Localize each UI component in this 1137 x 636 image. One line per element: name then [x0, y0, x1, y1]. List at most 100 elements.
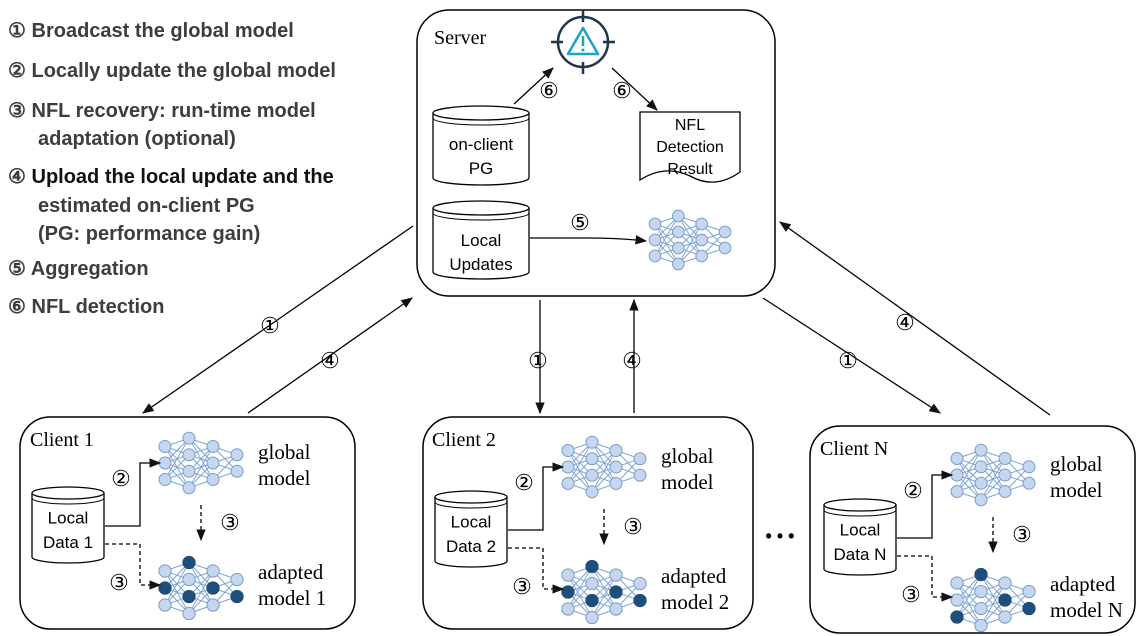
client-2-arrow-recover — [508, 547, 565, 594]
client-2-adapted-net-edge — [567, 566, 593, 610]
nfl-detection-result-document: NFL Detection Result — [639, 111, 741, 183]
client-3-adapted-net-node — [974, 601, 988, 616]
client-1-global-net-node — [182, 481, 196, 495]
server-net-node — [695, 233, 708, 247]
client-3-global-net-node — [974, 476, 988, 490]
arrow-broadcast-client-n — [762, 297, 941, 414]
client-3-adapted-net-node — [974, 618, 988, 633]
client-2-global-net-node — [561, 460, 575, 474]
client-1-global-net-node — [206, 440, 220, 453]
client-2-local-data-ring — [434, 501, 508, 509]
client-1-adapted-net-node — [182, 606, 196, 621]
warning-target-icon — [551, 10, 615, 74]
client-3-adapted-net-node — [950, 593, 964, 607]
client-3-global-net-node — [950, 468, 964, 482]
step-6-left: ⑥ — [539, 78, 559, 103]
client-3-adapted-label-1: adapted — [1050, 572, 1116, 596]
client-2-arrow-update — [508, 462, 565, 531]
client-1-adapted-label-2: model 1 — [258, 586, 326, 610]
client-1-adapted-net-node — [206, 564, 220, 578]
client-2-adapted-net-node — [609, 602, 623, 616]
client-1-global-net-node — [230, 464, 244, 478]
more-clients-ellipsis: • • • — [766, 526, 795, 546]
client-1-adapted-net-node — [230, 572, 244, 587]
client-1-global-label-1: global — [258, 440, 311, 464]
client-1-adapted-net-node — [158, 598, 172, 612]
client-1-step-2: ② — [111, 466, 131, 491]
client-3-global-net-node — [974, 460, 988, 474]
client-3-adapted-net-node — [950, 610, 964, 624]
client-2-global-net-node — [633, 452, 647, 466]
client-2-global-label-2: model — [661, 470, 714, 494]
on-client-pg-store: on-client PG — [432, 105, 530, 186]
client-2-box — [422, 416, 754, 630]
step-4-client-1: ④ — [320, 348, 340, 373]
client-2-local-data-body — [434, 497, 508, 568]
server-net-node — [648, 233, 662, 247]
client-2-adapted-net-node — [561, 568, 575, 582]
client-3-adapted-net-node — [974, 567, 988, 582]
legend-item-4-cont: estimated on-client PG — [38, 195, 255, 217]
client-1-adapted-net-node — [230, 589, 244, 604]
client-1-global-net-node — [182, 431, 196, 445]
client-2-global-net-node — [585, 452, 599, 466]
client-1-global-net-node — [206, 473, 220, 486]
client-3-step-3-top: ③ — [1012, 522, 1032, 547]
client-1-local-data-label-1: Local — [48, 509, 89, 528]
client-2-global-net-node — [609, 444, 623, 457]
step-1-client-1: ① — [260, 313, 280, 338]
server-net-node — [672, 209, 685, 223]
client-2-title: Client 2 — [432, 429, 496, 451]
client-2-global-net-node — [561, 477, 575, 490]
client-2-global-net-node — [585, 435, 599, 449]
client-2-local-data-label-2: Data 2 — [446, 537, 496, 556]
client-3-local-data-label-1: Local — [840, 521, 881, 540]
updates-label-2: Updates — [449, 255, 512, 274]
pg-label-1: on-client — [449, 135, 514, 154]
arrow-pg-to-detector — [513, 67, 554, 105]
client-3-local-data-top — [823, 498, 897, 512]
pg-label-2: PG — [469, 159, 494, 178]
client-3-step-2: ② — [903, 478, 923, 503]
client-3-adapted-net-node — [974, 584, 988, 599]
client-1-title: Client 1 — [30, 429, 94, 451]
legend-item-3: ③ NFL recovery: run-time model — [8, 100, 316, 122]
server-net-node — [672, 257, 685, 271]
client-1-box — [19, 416, 356, 630]
legend-item-1: ① Broadcast the global model — [8, 20, 294, 42]
server-net-edge — [654, 215, 679, 257]
client-3-adapted-net-node — [1022, 601, 1036, 616]
client-1-global-net-edge — [164, 437, 190, 480]
client-1-global-net-node — [182, 448, 196, 462]
client-3-global-net-node — [1022, 460, 1036, 474]
step-4-client-2: ④ — [622, 348, 642, 373]
client-1-global-net-node — [182, 464, 196, 478]
client-3-local-data-label-2: Data N — [834, 545, 887, 564]
client-3-adapted-net-node — [1022, 584, 1036, 599]
server-net-node — [672, 241, 685, 255]
client-2-global-net-node — [609, 460, 623, 474]
client-3-adapted-net-node — [998, 593, 1012, 607]
client-2-global-net-edge — [591, 450, 617, 493]
client-1-adapted-net-node — [158, 581, 172, 595]
server-net-node — [695, 249, 708, 263]
client-3-adapted-net-edge — [980, 582, 1006, 626]
client-1-global-net-node — [206, 456, 220, 470]
client-3-global-label-1: global — [1050, 452, 1103, 476]
client-3-global-net-edge — [980, 458, 1006, 501]
legend-item-4: ④ Upload the local update and the — [8, 166, 334, 188]
client-1-adapted-net-node — [182, 572, 196, 587]
step-1-client-2: ① — [528, 348, 548, 373]
server-net-node — [695, 217, 708, 231]
legend-item-4-note: (PG: performance gain) — [38, 223, 261, 245]
client-3-global-net-node — [998, 485, 1012, 498]
client-2-step-3-bottom: ③ — [512, 574, 532, 599]
client-3-local-data-body — [823, 505, 897, 576]
client-1-adapted-label-1: adapted — [258, 560, 324, 584]
step-6-right: ⑥ — [612, 78, 632, 103]
client-1-global-net-node — [158, 456, 172, 470]
